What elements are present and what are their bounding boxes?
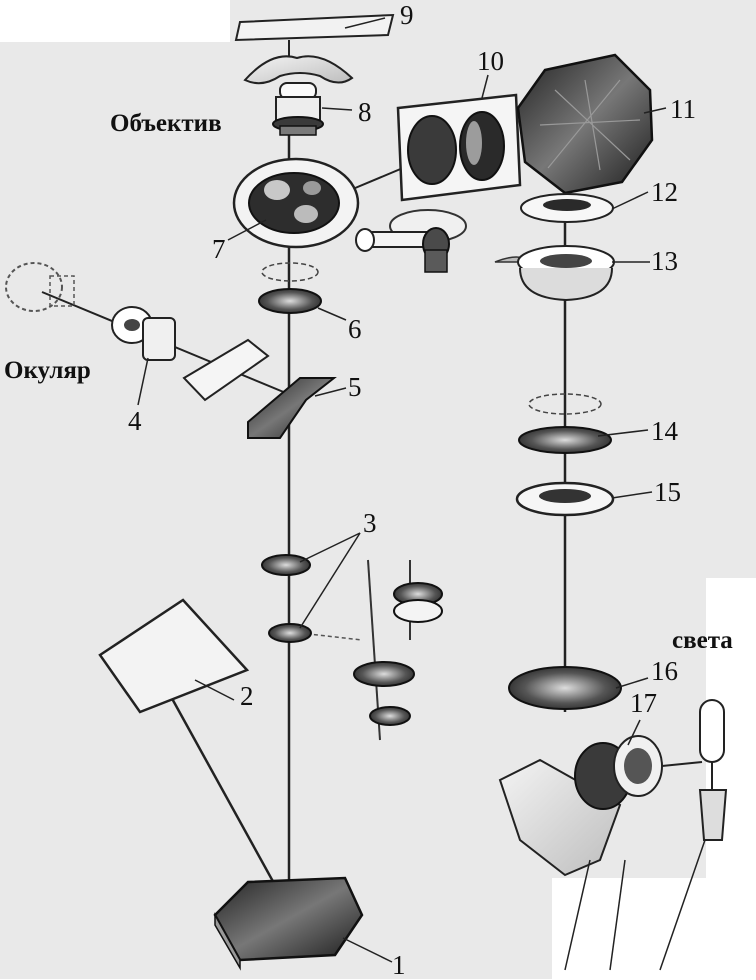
eyepiece: [5, 262, 176, 361]
light-label: света: [672, 627, 733, 654]
objective-turret: [232, 157, 360, 249]
leader-lines: [137, 17, 706, 971]
lens-14: [518, 426, 612, 454]
ring-12: [520, 193, 614, 223]
part-label-14: 14: [651, 416, 678, 446]
lens-6: [258, 288, 322, 314]
illuminator: [498, 699, 728, 877]
octagon-diaphragm: [516, 53, 654, 195]
part-label-11: 11: [670, 94, 696, 124]
part-label-12: 12: [651, 177, 678, 207]
part-label-8: 8: [358, 97, 372, 127]
lens-16: [508, 666, 622, 710]
part-label-16: 16: [651, 656, 678, 686]
eyepiece-label: Окуляр: [4, 357, 91, 384]
part-label-10: 10: [477, 46, 504, 76]
part-label-1: 1: [392, 950, 406, 980]
lens-3-lower: [268, 623, 312, 643]
prism-5: [247, 377, 337, 439]
part-label-13: 13: [651, 246, 678, 276]
part-label-9: 9: [400, 0, 414, 30]
objective: [243, 55, 354, 136]
part-label-15: 15: [654, 477, 681, 507]
objective-label: Объектив: [110, 110, 222, 137]
zoom-lens-group: [353, 559, 443, 741]
lens-3-upper: [261, 554, 311, 576]
part-label-6: 6: [348, 314, 362, 344]
eyepiece-prism: [182, 338, 270, 402]
part-label-5: 5: [348, 372, 362, 402]
part-label-17: 17: [630, 688, 657, 718]
condenser: [494, 245, 615, 302]
part-label-3: 3: [363, 508, 377, 538]
focus-knob: [355, 209, 467, 273]
part-label-7: 7: [212, 234, 226, 264]
slide: [234, 13, 395, 42]
mirror-2: [98, 598, 250, 714]
filter-slider: [396, 93, 522, 202]
part-label-2: 2: [240, 681, 254, 711]
part-label-4: 4: [128, 406, 142, 436]
base-prism: [213, 876, 364, 971]
ring-15: [515, 481, 615, 517]
